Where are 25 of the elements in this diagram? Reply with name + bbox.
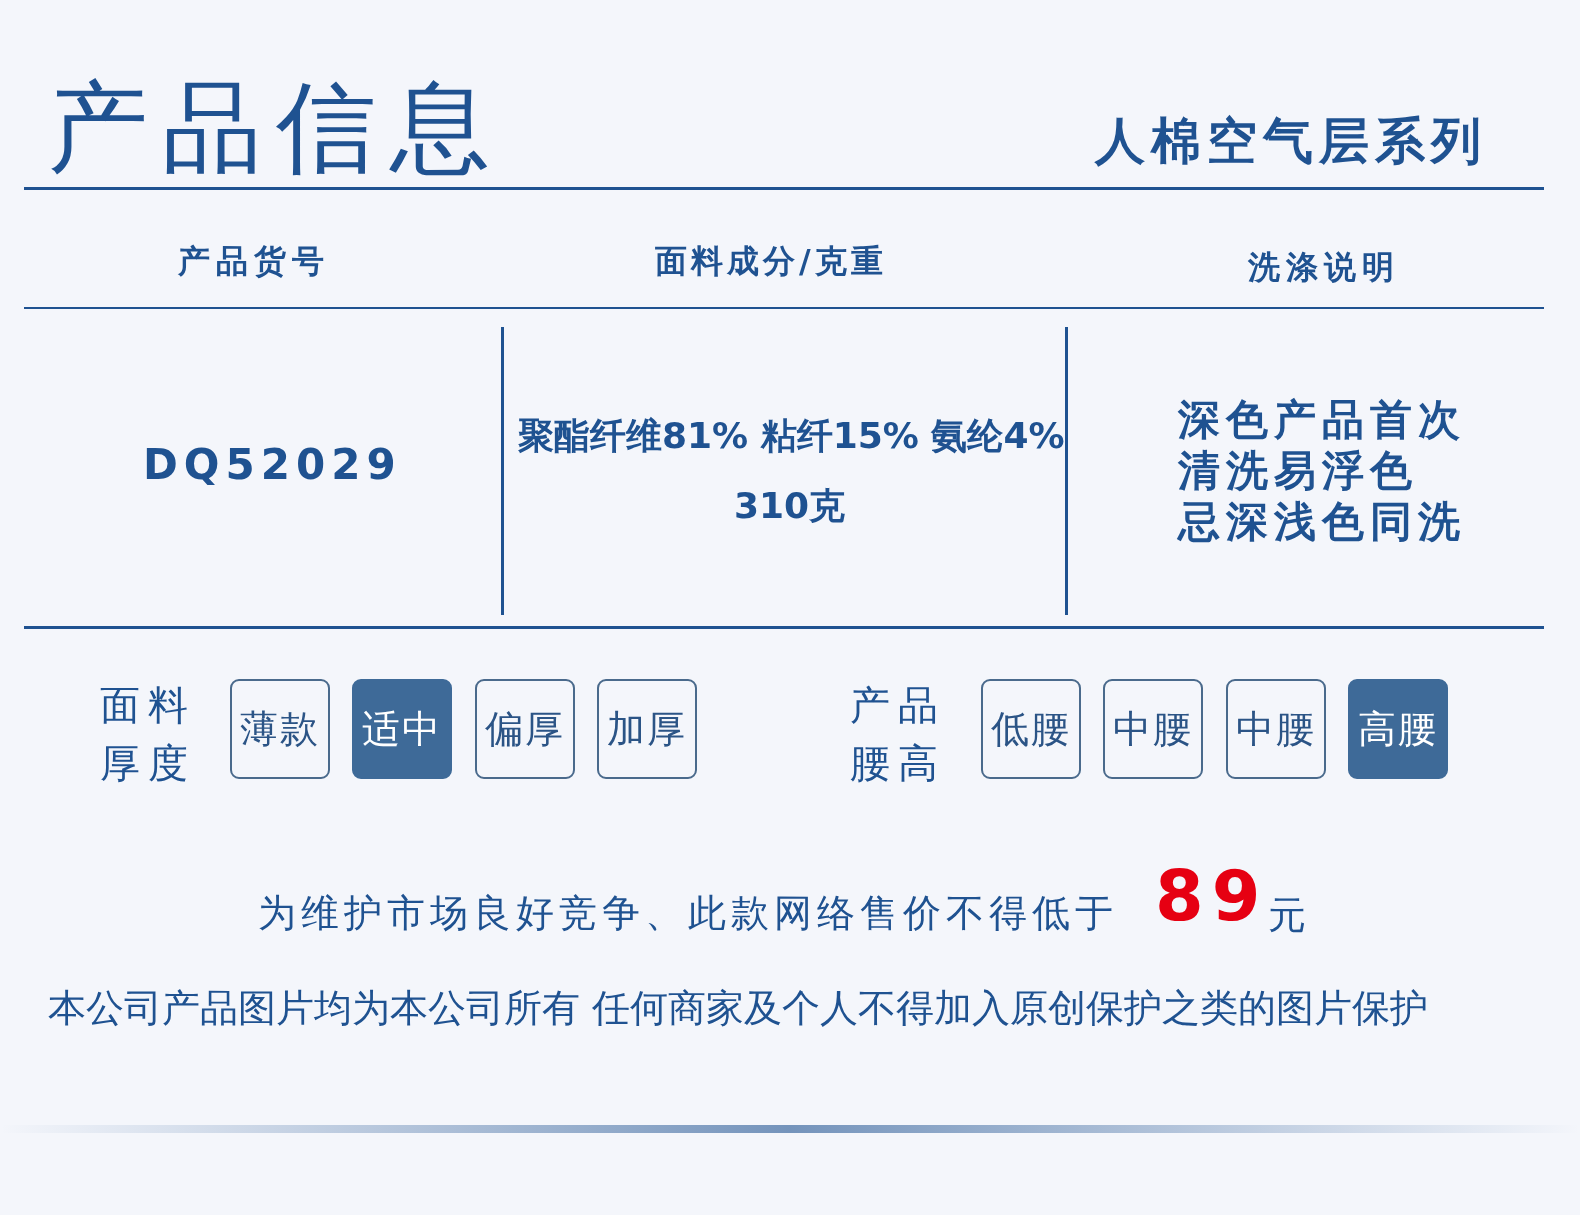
option-box: 加厚 xyxy=(597,679,697,779)
page-title: 产品信息 xyxy=(48,68,504,188)
column-header: 面料成分/克重 xyxy=(655,241,887,282)
option-box: 中腰 xyxy=(1226,679,1326,779)
option-box: 低腰 xyxy=(981,679,1081,779)
column-header: 产品货号 xyxy=(178,241,330,282)
notice-text: 为维护市场良好竞争、此款网络售价不得低于 xyxy=(258,890,1118,937)
table-cell-text: 忌深浅色同洗 xyxy=(1178,496,1466,548)
column-header: 洗涤说明 xyxy=(1248,247,1400,288)
series-name: 人棉空气层系列 xyxy=(1095,111,1487,172)
row-label: 产品腰高 xyxy=(850,681,947,788)
selected-option: 适中 xyxy=(352,679,452,779)
option-box: 偏厚 xyxy=(475,679,575,779)
table-cell-text: 深色产品首次 xyxy=(1178,394,1466,446)
row-label: 面料厚度 xyxy=(100,681,197,788)
table-cell-text: 清洗易浮色 xyxy=(1178,445,1418,497)
selected-option: 高腰 xyxy=(1348,679,1448,779)
table-cell-text: 310克 xyxy=(734,484,846,528)
option-box: 中腰 xyxy=(1103,679,1203,779)
price-value: 89 xyxy=(1155,855,1269,937)
table-cell-text: 聚酯纤维81% 粘纤15% 氨纶4% xyxy=(518,414,1065,458)
option-box: 薄款 xyxy=(230,679,330,779)
currency-unit: 元 xyxy=(1268,892,1306,939)
product-code: DQ52029 xyxy=(143,440,402,489)
notice-text: 本公司产品图片均为本公司所有 任何商家及个人不得加入原创保护之类的图片保护 xyxy=(48,985,1429,1032)
